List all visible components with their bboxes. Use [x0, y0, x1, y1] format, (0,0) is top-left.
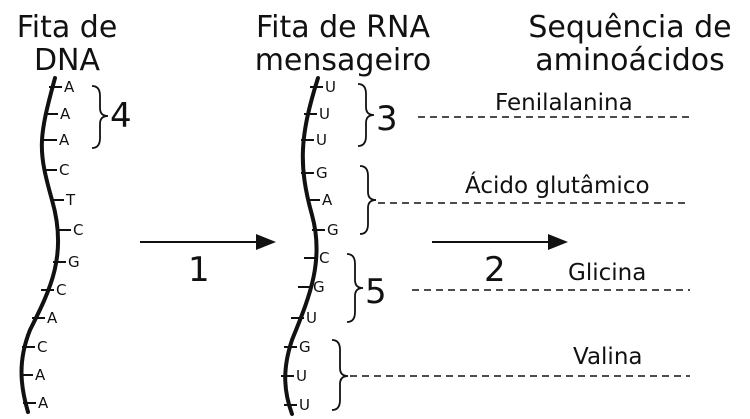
dna-strand-backbone — [19, 76, 61, 414]
dna-base-letter: A — [38, 394, 49, 412]
dna-base-letter: A — [64, 78, 75, 96]
rna-base-letter: G — [327, 221, 339, 239]
dna-base-letter: T — [65, 191, 76, 209]
arrow-1-head — [256, 234, 276, 250]
dna-codon-label: 4 — [110, 96, 132, 136]
dna-base-letter: C — [37, 338, 47, 356]
rna-header-line-1: Fita de RNA — [256, 10, 430, 45]
rna-base-letter: U — [299, 396, 310, 414]
dna-base-letter: C — [73, 221, 83, 239]
dna-codon-brace — [91, 85, 109, 149]
dna-base-letter: A — [59, 131, 70, 149]
dna-base-letter: C — [59, 161, 69, 179]
rna-codon-3-label: 5 — [365, 272, 387, 312]
amino-header-line-1: Sequência de — [528, 10, 731, 45]
dna-header-line-1: Fita de — [17, 10, 118, 45]
dna-base-letter: A — [35, 366, 46, 384]
rna-base-letter: U — [325, 78, 336, 96]
rna-base-letter: G — [299, 338, 311, 356]
rna-base-letter: G — [316, 164, 328, 182]
rna-codon-1-label: 3 — [376, 99, 398, 139]
dna-base-letter: G — [68, 253, 80, 271]
arrow-2-head — [548, 234, 568, 250]
amino-acid-1: Fenilalanina — [495, 90, 633, 116]
amino-acid-2: Ácido glutâmico — [465, 171, 650, 199]
rna-strand-backbone — [283, 76, 320, 416]
rna-base-letter: U — [296, 367, 307, 385]
dna-header-line-2: DNA — [34, 43, 101, 78]
rna-codon-brace-3 — [346, 253, 364, 323]
rna-base-letter: U — [319, 105, 330, 123]
rna-codon-brace-4 — [331, 339, 349, 411]
rna-base-letter: U — [306, 309, 317, 327]
rna-base-letter: U — [316, 131, 327, 149]
dna-base-letter: A — [60, 105, 71, 123]
dna-base-letter: C — [56, 281, 66, 299]
rna-base-letter: C — [319, 249, 329, 267]
amino-acid-3: Glicina — [568, 260, 646, 286]
dna-base-letter: A — [47, 309, 58, 327]
rna-codon-brace-2 — [359, 165, 377, 235]
rna-codon-brace-1 — [357, 83, 375, 147]
amino-acid-4: Valina — [573, 344, 643, 370]
step-2-label: 2 — [484, 250, 506, 290]
amino-header-line-2: aminoácidos — [535, 43, 725, 78]
rna-base-letter: A — [322, 191, 333, 209]
rna-base-letter: G — [313, 278, 325, 296]
step-1-label: 1 — [188, 250, 210, 290]
rna-header-line-2: mensageiro — [255, 43, 432, 78]
